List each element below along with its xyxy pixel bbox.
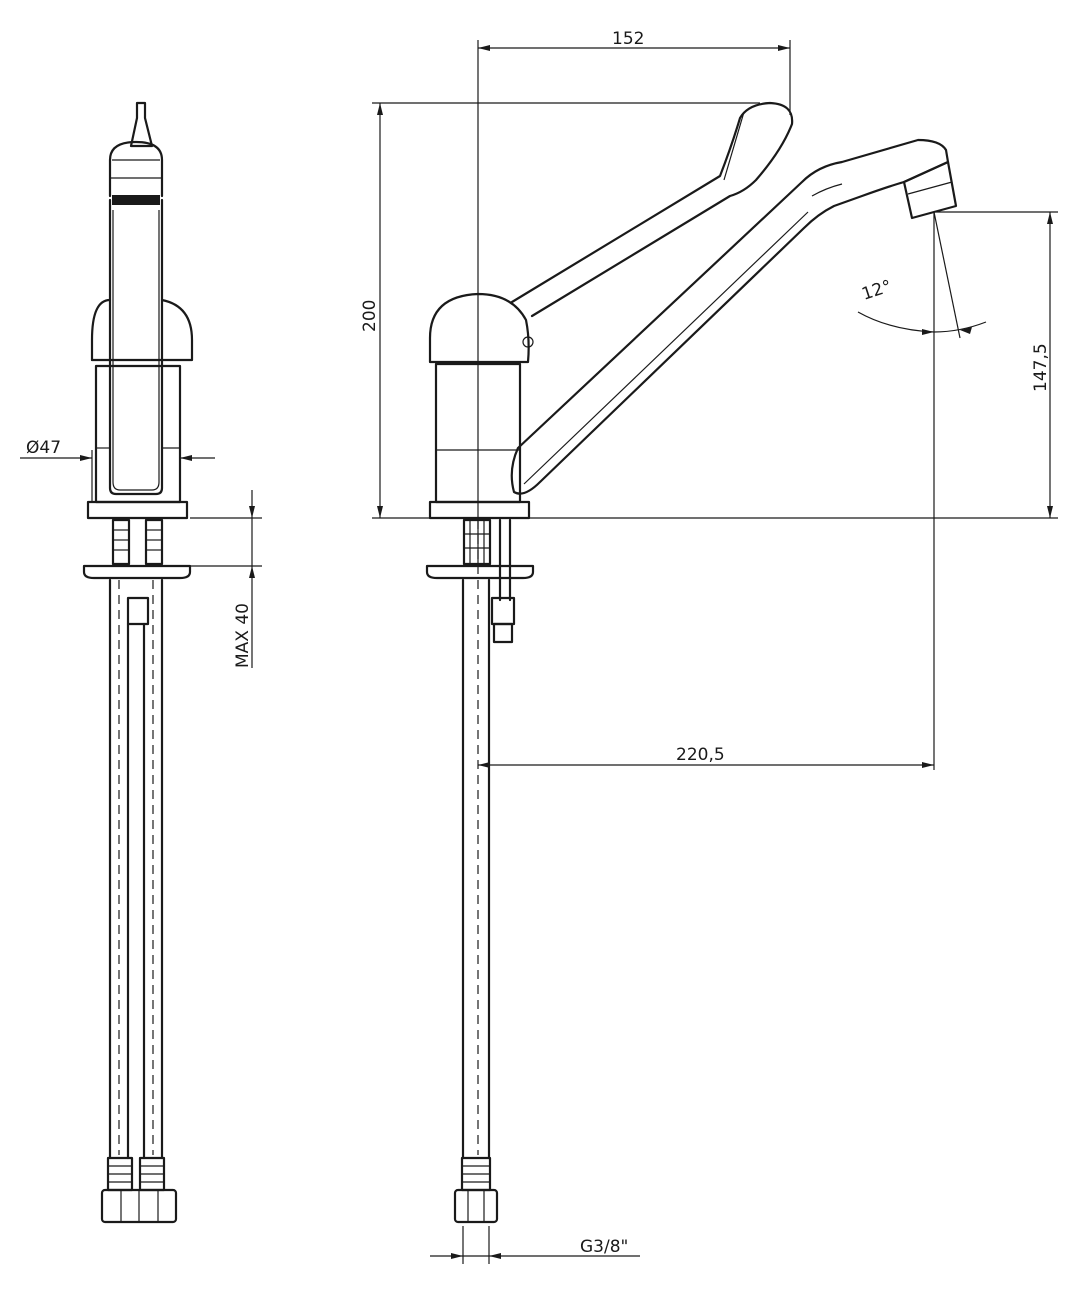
front-dimensions: Ø47 MAX 40 — [20, 438, 262, 668]
base-diameter-label: Ø47 — [26, 438, 61, 458]
front-dome-left — [90, 298, 112, 362]
side-mounting-washer — [425, 564, 535, 580]
spout-reach-bottom-label: 220,5 — [676, 745, 725, 765]
front-lever-head — [108, 140, 164, 198]
front-body-cylinder — [94, 364, 182, 504]
front-dome-right — [90, 298, 194, 362]
side-nut-end — [492, 622, 514, 644]
front-stud-left — [111, 518, 131, 566]
front-base-plate — [86, 500, 189, 520]
front-stud-right — [144, 518, 164, 566]
connection-thread-label: G3/8" — [580, 1237, 628, 1257]
front-nut — [126, 596, 150, 626]
side-dimensions: 152 200 147,5 12° 220,5 G3/8" — [360, 29, 1058, 1264]
side-dome-cap — [428, 292, 530, 364]
overall-height-label: 200 — [360, 300, 380, 332]
side-spout — [510, 138, 950, 495]
spout-angle-label: 12° — [859, 276, 894, 304]
spout-reach-top-label: 152 — [612, 29, 644, 49]
front-mounting-washer — [82, 564, 192, 580]
side-base-plate — [428, 500, 531, 520]
spout-height-label: 147,5 — [1031, 343, 1051, 392]
side-nut — [490, 596, 516, 626]
aerator-band — [112, 195, 160, 205]
side-hose-end-nut — [453, 1188, 499, 1224]
lever-tip — [129, 101, 154, 148]
side-aerator — [902, 160, 958, 220]
front-spout-body — [108, 198, 164, 496]
side-lever-handle — [510, 101, 794, 318]
max-thickness-label: MAX 40 — [233, 603, 253, 668]
front-view — [82, 101, 194, 1224]
side-view — [425, 101, 958, 1224]
side-stud — [462, 518, 492, 566]
